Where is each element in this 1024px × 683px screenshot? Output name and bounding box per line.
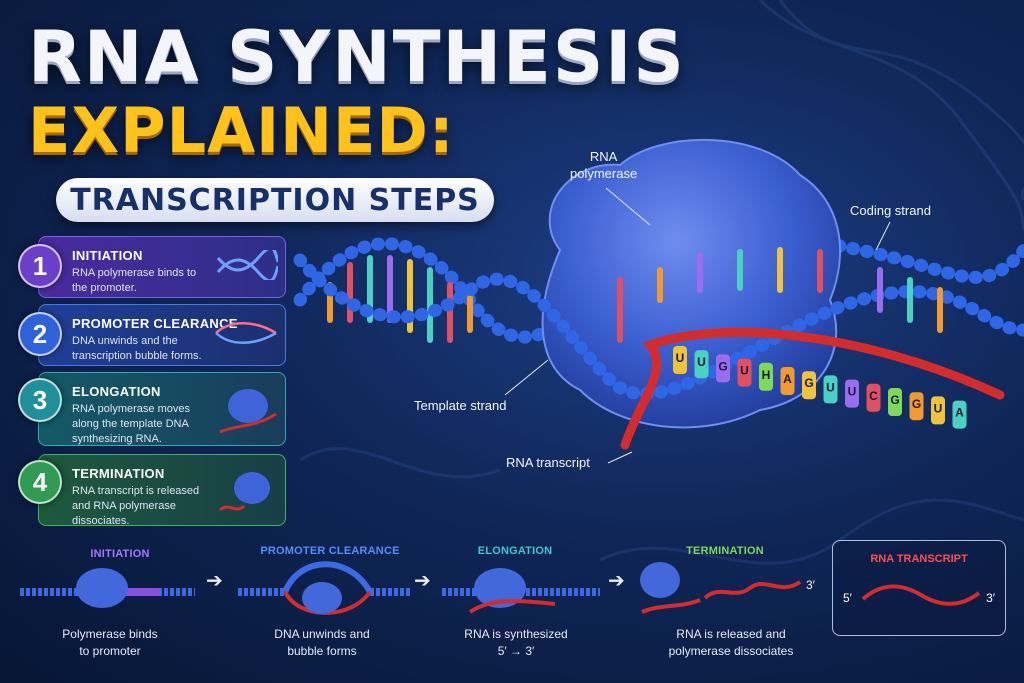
rna-base-block bbox=[952, 400, 967, 429]
step-card-2: 2 PROMOTER CLEARANCE DNA unwinds and the… bbox=[14, 304, 286, 366]
label-coding-strand: Coding strand bbox=[850, 203, 931, 218]
dna-bubble-icon bbox=[215, 322, 277, 344]
rna-base-block bbox=[737, 358, 752, 387]
rna-base-letter: U bbox=[934, 401, 943, 415]
rna-base-block bbox=[866, 383, 881, 412]
label-rna-polymerase: RNA polymerase bbox=[570, 149, 638, 181]
bottom-step-diagrams bbox=[20, 561, 802, 615]
rna-transcript-box: RNA TRANSCRIPT 5′ 3′ bbox=[832, 540, 1006, 636]
rna-transcript-strand bbox=[620, 327, 1005, 450]
rna-base-letter: A bbox=[955, 406, 964, 420]
step-number-3: 3 bbox=[18, 378, 62, 422]
rna-box-five-prime: 5′ bbox=[843, 591, 852, 605]
rna-base-letter: A bbox=[783, 372, 792, 386]
rna-polymerase bbox=[541, 138, 841, 429]
rna-base-letter: G bbox=[804, 376, 813, 390]
rna-base-block bbox=[802, 371, 816, 400]
subtitle-pill: TRANSCRIPTION STEPS bbox=[56, 178, 494, 222]
polymerase-icon bbox=[640, 562, 680, 598]
step-title-2: PROMOTER CLEARANCE bbox=[72, 316, 238, 331]
rna-box-three-prime: 3′ bbox=[986, 591, 995, 605]
rna-base-letter: H bbox=[762, 368, 771, 382]
arrow-right-icon: ➔ bbox=[414, 570, 431, 592]
rna-base-letter: U bbox=[676, 351, 685, 365]
step-desc-1: RNA polymerase binds to the promoter. bbox=[72, 267, 197, 294]
step-number-4: 4 bbox=[18, 460, 62, 504]
rna-base-letter: G bbox=[912, 397, 921, 411]
step-card-3: 3 ELONGATION RNA polymerase moves along … bbox=[14, 372, 286, 446]
rna-base-letter: U bbox=[697, 355, 706, 369]
rna-base-block bbox=[909, 392, 924, 421]
step-title-3: ELONGATION bbox=[72, 384, 161, 399]
dna-helix-icon bbox=[216, 250, 278, 280]
rna-box-title: RNA TRANSCRIPT bbox=[870, 553, 968, 565]
rna-base-block bbox=[780, 367, 795, 395]
rna-base-block bbox=[823, 375, 838, 404]
polymerase-icon bbox=[474, 568, 526, 608]
rna-base-letter: U bbox=[740, 364, 749, 378]
rna-base-block bbox=[931, 396, 945, 425]
step-card-4: 4 TERMINATION RNA transcript is released… bbox=[14, 454, 286, 527]
polymerase-icon bbox=[76, 568, 128, 608]
polymerase-icon bbox=[218, 472, 270, 512]
bottom-title-termination: TERMINATION bbox=[686, 545, 764, 557]
step-desc-3: RNA polymerase moves along the template … bbox=[72, 403, 190, 445]
rna-base-letter: G bbox=[890, 393, 899, 407]
termination-three-prime: 3′ bbox=[806, 578, 815, 592]
step-title-1: INITIATION bbox=[72, 248, 143, 263]
polymerase-icon bbox=[219, 389, 277, 434]
rna-base-block bbox=[888, 388, 902, 416]
arrow-right-icon: ➔ bbox=[206, 570, 223, 592]
rna-base-letter: C bbox=[869, 389, 878, 403]
bottom-title-initiation: INITIATION bbox=[90, 548, 150, 560]
polymerase-icon bbox=[302, 582, 342, 614]
bottom-caption-promoter-clearance: DNA unwinds and bubble forms bbox=[274, 627, 370, 658]
step-number-1: 1 bbox=[18, 244, 62, 288]
rna-box-strand bbox=[861, 584, 981, 606]
rna-base-letter: U bbox=[826, 380, 835, 394]
label-template-strand: Template strand bbox=[414, 398, 507, 413]
step-desc-2: DNA unwinds and the transcription bubble… bbox=[72, 335, 202, 362]
rna-base-block bbox=[716, 354, 730, 383]
label-rna-transcript: RNA transcript bbox=[506, 455, 590, 470]
arrow-right-icon: ➔ bbox=[608, 570, 625, 592]
step-title-4: TERMINATION bbox=[72, 466, 165, 481]
rna-base-block bbox=[845, 379, 859, 408]
bottom-title-promoter-clearance: PROMOTER CLEARANCE bbox=[260, 545, 400, 557]
bottom-caption-elongation: RNA is synthesized 5′ → 3′ bbox=[464, 627, 568, 658]
rna-base-block bbox=[759, 362, 773, 391]
bottom-title-elongation: ELONGATION bbox=[477, 545, 553, 557]
rna-base-block bbox=[673, 346, 687, 374]
step-desc-4: RNA transcript is released and RNA polym… bbox=[72, 485, 200, 527]
rna-base-letter: U bbox=[848, 385, 857, 399]
step-number-2: 2 bbox=[18, 312, 62, 356]
template-strand bbox=[293, 253, 1024, 401]
step-card-1: 1 INITIATION RNA polymerase binds to the… bbox=[14, 236, 286, 298]
title-line-2: EXPLAINED: bbox=[28, 94, 455, 167]
rna-base-block bbox=[694, 350, 709, 379]
bottom-caption-initiation: Polymerase binds to promoter bbox=[62, 627, 158, 658]
title-line-1: RNA SYNTHESIS bbox=[28, 16, 686, 98]
bottom-caption-termination: RNA is released and polymerase dissociat… bbox=[668, 627, 794, 658]
rna-base-letter: G bbox=[718, 359, 727, 373]
